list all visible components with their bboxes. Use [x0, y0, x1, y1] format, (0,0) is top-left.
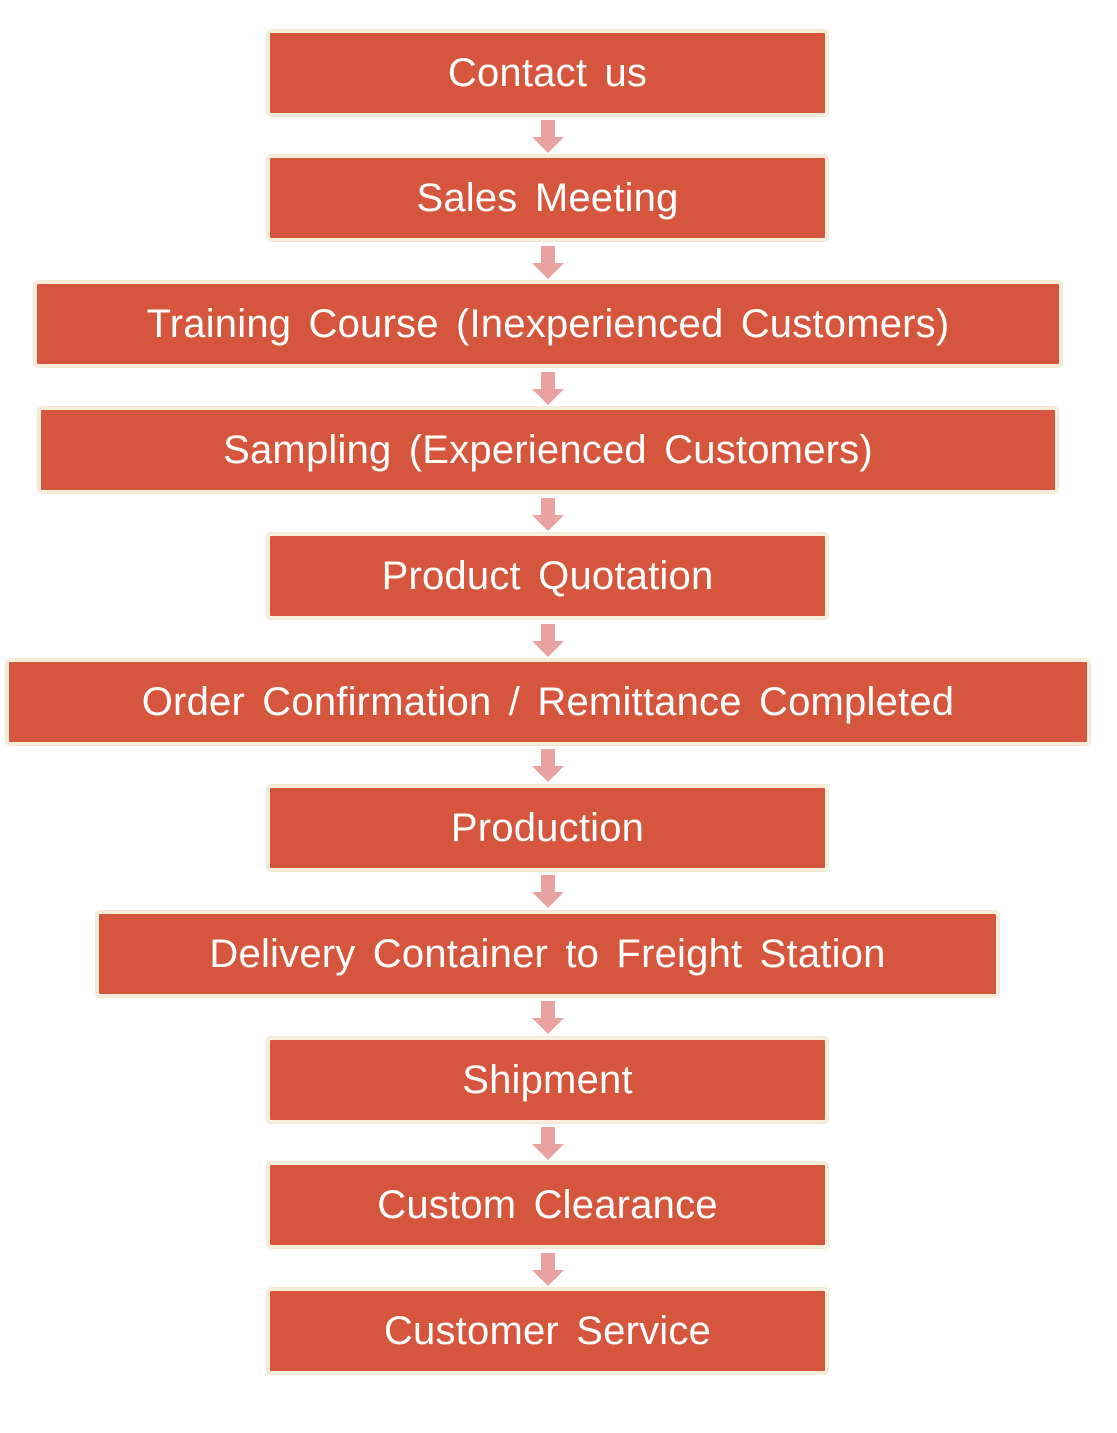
- arrow-down-icon: [532, 246, 564, 280]
- step-production: Production: [267, 785, 828, 871]
- step-sales-meeting: Sales Meeting: [267, 155, 828, 241]
- step-label: Product Quotation: [381, 554, 714, 598]
- step-label: Shipment: [462, 1058, 633, 1102]
- step-contact-us: Contact us: [267, 30, 828, 116]
- step-delivery-container: Delivery Container to Freight Station: [96, 911, 999, 997]
- step-custom-clearance: Custom Clearance: [267, 1162, 828, 1248]
- step-shipment: Shipment: [267, 1037, 828, 1123]
- step-sampling: Sampling (Experienced Customers): [38, 407, 1058, 493]
- step-label: Order Confirmation / Remittance Complete…: [141, 680, 955, 724]
- step-label: Training Course (Inexperienced Customers…: [146, 302, 950, 346]
- arrow-down-icon: [532, 120, 564, 154]
- step-label: Delivery Container to Freight Station: [209, 932, 886, 976]
- step-product-quotation: Product Quotation: [267, 533, 828, 619]
- arrow-down-icon: [532, 1001, 564, 1035]
- arrow-down-icon: [532, 875, 564, 909]
- arrow-down-icon: [532, 749, 564, 783]
- arrow-down-icon: [532, 624, 564, 658]
- step-label: Contact us: [447, 51, 648, 95]
- step-training-course: Training Course (Inexperienced Customers…: [34, 281, 1062, 367]
- arrow-down-icon: [532, 498, 564, 532]
- step-customer-service: Customer Service: [267, 1288, 828, 1374]
- step-label: Custom Clearance: [377, 1183, 718, 1227]
- arrow-down-icon: [532, 372, 564, 406]
- step-label: Customer Service: [383, 1309, 712, 1353]
- step-order-confirmation: Order Confirmation / Remittance Complete…: [6, 659, 1090, 745]
- step-label: Sales Meeting: [416, 176, 679, 220]
- arrow-down-icon: [532, 1127, 564, 1161]
- arrow-down-icon: [532, 1253, 564, 1287]
- step-label: Production: [450, 806, 645, 850]
- step-label: Sampling (Experienced Customers): [223, 428, 873, 472]
